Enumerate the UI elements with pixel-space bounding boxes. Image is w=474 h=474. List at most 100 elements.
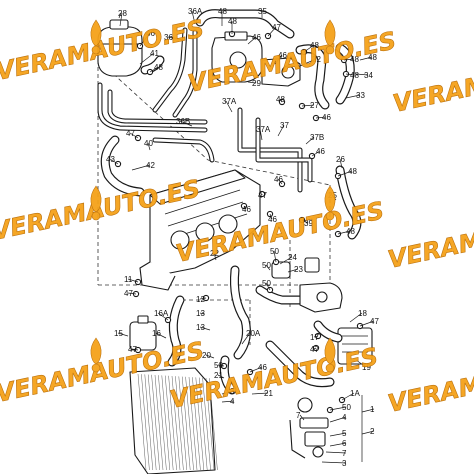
callout-16: 16: [152, 329, 161, 338]
callout-2: 2: [370, 427, 375, 436]
callout-47: 47: [258, 191, 267, 200]
callout-leader-50: [273, 250, 277, 263]
callout-leader-48: [279, 98, 283, 103]
callout-48: 48: [368, 53, 377, 62]
callout-17: 17: [310, 333, 319, 342]
coolant-reservoir-small: [129, 315, 157, 351]
callout-47: 47: [128, 345, 137, 354]
callout-leader-48: [359, 56, 373, 61]
thermostat-connectors: [271, 257, 343, 313]
callout-leader-26: [339, 158, 343, 169]
watermark-bottom-right: VERAMAUTO.ES: [385, 346, 474, 418]
callout-23: 23: [294, 265, 303, 274]
callout-leader-3: [321, 461, 347, 464]
callout-leader-36B: [179, 120, 193, 127]
callout-36B: 36B: [176, 117, 190, 126]
callout-leader-15: [117, 332, 129, 337]
callout-leader-7: [299, 414, 305, 421]
heater-hoses: [237, 43, 362, 240]
callout-leader-23: [287, 268, 299, 273]
callout-48: 48: [310, 41, 319, 50]
svg-text:VERAMAUTO.ES: VERAMAUTO.ES: [385, 346, 474, 417]
callout-47: 47: [126, 129, 135, 138]
tank-cap: [109, 19, 129, 30]
callout-20: 20: [202, 351, 211, 360]
callout-leader-13: [199, 312, 205, 315]
callout-leader-6: [329, 442, 347, 447]
callout-33: 33: [356, 91, 365, 100]
callout-leader-20: [205, 354, 215, 359]
watermark-logo-mark: [90, 337, 102, 373]
callout-leader-37B: [305, 136, 315, 145]
callout-47: 47: [124, 289, 133, 298]
callout-48: 48: [276, 95, 285, 104]
callout-leader-48: [337, 230, 351, 235]
callout-7: 7: [342, 449, 347, 458]
callout-40: 40: [144, 139, 153, 148]
callout-50: 50: [270, 247, 279, 256]
callout-leader-36A: [191, 10, 196, 25]
callout-3: 3: [230, 387, 235, 396]
callout-28: 28: [118, 9, 127, 18]
callout-leader-47: [359, 320, 375, 327]
callout-41: 41: [150, 49, 159, 58]
callout-leader-13: [199, 326, 211, 331]
svg-text:VERAMAUTO.ES: VERAMAUTO.ES: [0, 14, 207, 85]
callout-21: 21: [264, 389, 273, 398]
callout-leader-1: [361, 408, 375, 413]
callout-13: 13: [196, 309, 205, 318]
callout-leader-11: [127, 278, 139, 283]
callout-leader-5: [329, 432, 347, 437]
callout-leader-48: [345, 73, 355, 76]
callout-leader-34: [355, 73, 369, 76]
callout-leader-48: [303, 44, 315, 53]
callout-leader-39: [301, 219, 309, 224]
svg-text:VERAMAUTO.ES: VERAMAUTO.ES: [385, 202, 474, 273]
callout-leader-50: [265, 264, 271, 271]
bottom-connector-set: [289, 395, 363, 462]
callout-48: 48: [350, 71, 359, 80]
callout-leader-46: [315, 116, 327, 119]
callout-leader-24: [279, 256, 293, 265]
callout-leader-46: [139, 32, 151, 47]
engine-block: [139, 169, 261, 291]
callout-48: 48: [350, 55, 359, 64]
callout-13: 13: [196, 323, 205, 332]
callout-16A: 16A: [154, 309, 169, 318]
callout-leader-33: [345, 94, 361, 99]
callout-leader-1A: [341, 392, 355, 401]
callout-leader-37: [277, 124, 285, 137]
callout-leader-36: [167, 36, 185, 41]
expansion-tank: [97, 12, 143, 77]
callout-3: 3: [342, 459, 347, 468]
callout-leader-37A: [259, 128, 263, 141]
callout-48: 48: [218, 7, 227, 16]
callout-34: 34: [364, 71, 373, 80]
callout-leader-16A: [157, 312, 169, 321]
callout-24: 24: [288, 253, 297, 262]
callout-18: 18: [358, 309, 367, 318]
callout-5: 5: [342, 429, 347, 438]
callout-leader-20A: [241, 332, 251, 345]
svg-text:VERAMAUTO.ES: VERAMAUTO.ES: [390, 46, 474, 117]
callout-leader-22: [213, 252, 217, 261]
watermark-logo-mark: [324, 337, 336, 373]
callout-12: 12: [196, 295, 205, 304]
callout-leader-32: [299, 58, 317, 67]
callout-19: 19: [362, 363, 371, 372]
callout-4: 4: [342, 413, 347, 422]
callout-46: 46: [146, 29, 155, 38]
callout-leader-47: [127, 292, 137, 295]
callout-leader-4: [329, 416, 347, 423]
watermark-top-left: VERAMAUTO.ES: [0, 14, 207, 86]
callout-42: 42: [146, 161, 155, 170]
watermark-logo-mark: [324, 19, 336, 55]
callout-leader-46: [274, 54, 283, 65]
callout-20A: 20A: [246, 329, 261, 338]
callout-50: 50: [342, 403, 351, 412]
callout-35: 35: [258, 7, 267, 16]
callout-leader-12: [199, 297, 207, 300]
callout-leader-50: [217, 364, 225, 367]
